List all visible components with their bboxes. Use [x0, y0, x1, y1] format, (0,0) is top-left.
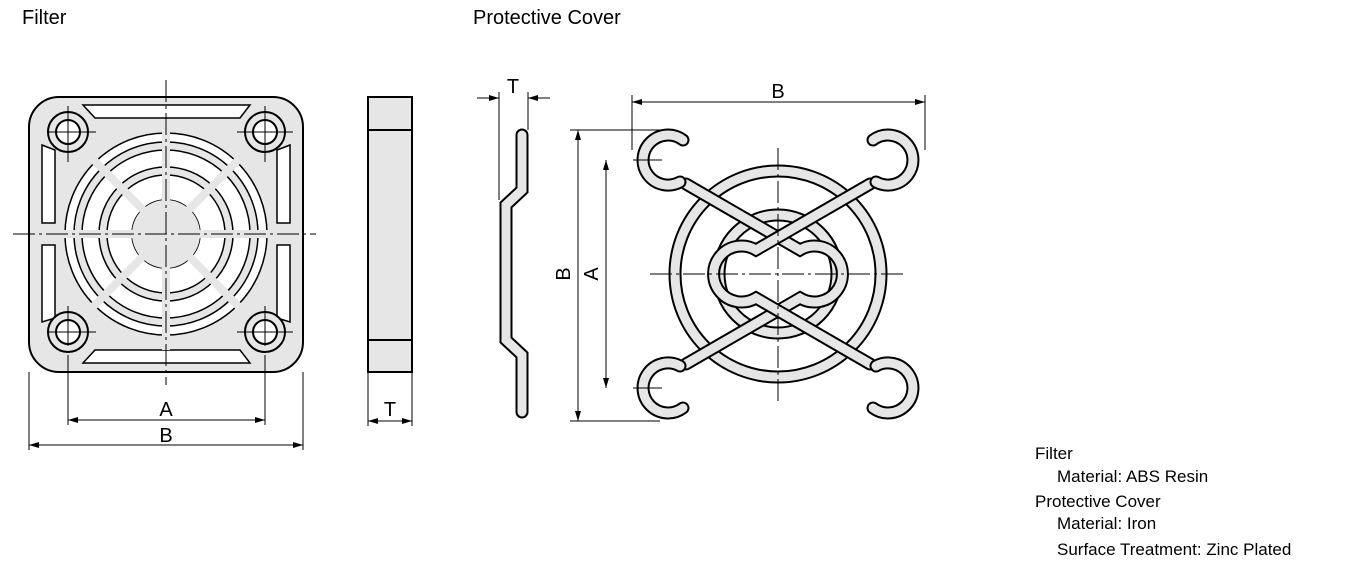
notes-filter-material: Material: ABS Resin [1057, 467, 1209, 486]
cover-dim-b-vertical: B [553, 267, 575, 280]
cover-dim-a: A [581, 267, 603, 281]
filter-front-view [13, 80, 316, 385]
filter-dim-t: T [384, 399, 396, 421]
filter-dim-a: A [159, 399, 173, 421]
notes-cover-surface: Surface Treatment: Zinc Plated [1057, 540, 1292, 559]
cover-dim-t: T [507, 76, 519, 98]
filter-side-view [367, 96, 413, 426]
notes-cover-material: Material: Iron [1057, 514, 1157, 533]
filter-title: Filter [22, 7, 67, 29]
cover-dim-b-horizontal: B [771, 81, 784, 103]
notes-cover-heading: Protective Cover [1035, 492, 1161, 511]
cover-side-view [477, 92, 550, 419]
cover-front-view [633, 128, 920, 420]
filter-dimensions [28, 355, 304, 450]
notes-filter-heading: Filter [1035, 444, 1073, 463]
filter-dim-b: B [159, 425, 172, 447]
dimension-labels: A B T T B B A [159, 76, 784, 447]
cover-title: Protective Cover [473, 7, 621, 29]
cover-dimensions [570, 95, 926, 422]
